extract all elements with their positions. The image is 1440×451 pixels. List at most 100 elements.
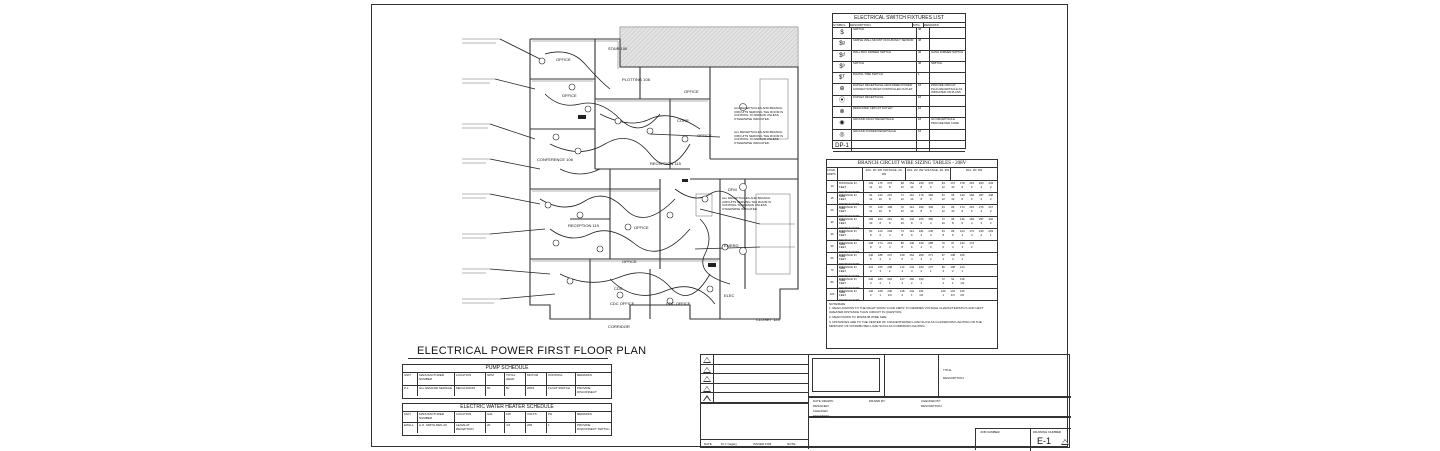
distance-value: 166: [959, 253, 965, 257]
wire-value: 1/0: [887, 293, 892, 298]
wire-value: 3: [942, 269, 945, 274]
schedule-header-cell: LOCATION: [455, 373, 486, 385]
wire-sizing-notes: NOTES: 1. READ ACROSS TO THE RIGHT FROM …: [827, 301, 997, 329]
drawn-by-label: DRAWN BY:: [869, 399, 886, 403]
wire-value: 10: [951, 209, 955, 214]
revision-divider: [713, 364, 714, 374]
wire-value: 8: [888, 197, 891, 202]
wire-value: 12: [869, 185, 873, 190]
distance-value: 136: [959, 217, 965, 221]
plan-title: ELECTRICAL POWER FIRST FLOOR PLAN: [417, 345, 647, 357]
wire-value: 3: [980, 221, 983, 226]
wire-value: 3: [901, 281, 904, 286]
distance-value: 114: [909, 205, 914, 209]
distance-value: 70: [900, 205, 904, 209]
distance-value: 219: [887, 241, 893, 245]
description-label-2: DESCRIPTION:: [921, 404, 943, 408]
distance-value: 124: [959, 265, 965, 269]
wire-value: 8: [888, 185, 891, 190]
designed-label: DESIGNED:: [813, 404, 830, 408]
distance-value: 216: [969, 205, 975, 209]
distance-value: 98: [900, 181, 904, 185]
header-mtg: MTG.: [913, 23, 924, 27]
sheet-number-area: JOB NUMBER DRAWING NUMBER E-1: [975, 428, 1071, 451]
wire-value: 1: [929, 269, 932, 274]
plan-note-1: ALL RECEPTACLES AND BRANCH CIRCUITS SERV…: [734, 106, 784, 121]
wire-value: 1: [989, 233, 992, 238]
revision-triangle-icon: [703, 395, 711, 402]
distance-value: 174: [877, 241, 883, 245]
remarks-cell: SWITCH: [931, 61, 943, 65]
distance-value: 172: [969, 229, 975, 233]
wire-value: 3: [970, 233, 973, 238]
wire-value: 10: [910, 185, 914, 190]
wire-value: 1/0: [960, 281, 965, 286]
schedule-cell: LEAVE AT RECEPTION: [455, 423, 486, 433]
note-label: NOTE: [787, 442, 796, 446]
mtg-cell: 18: [917, 107, 930, 118]
wire-value: 8: [951, 221, 954, 226]
plan-note-2: ALL RECEPTACLES AND BRANCH CIRCUITS SERV…: [734, 130, 784, 145]
description-cell: DIGITAL TIME SWITCH: [852, 73, 917, 84]
schedule-cell: ALL DEMAND SEWAGE: [418, 386, 455, 396]
wire-value: 10: [878, 185, 882, 190]
wire-value: 8: [910, 221, 913, 226]
wire-value: 6: [942, 245, 945, 250]
revision-triangle-icon: [703, 376, 711, 383]
schedule-header-cell: REMARKS: [577, 412, 592, 416]
schedule-cell: 208: [526, 423, 547, 433]
plan-title-underline: [408, 358, 608, 359]
wire-value: 6: [869, 257, 872, 262]
wire-value: 8: [961, 185, 964, 190]
wire-value: 1: [961, 269, 964, 274]
revision-row: [701, 374, 809, 384]
wire-label: MINIMUM WIRE SIZE: [839, 273, 860, 283]
distance-value: 175: [877, 181, 883, 185]
distance-value: 127: [899, 277, 905, 281]
wire-value: 4: [901, 269, 904, 274]
wire-value: 3: [929, 233, 932, 238]
distance-value: 181: [918, 289, 924, 293]
distance-value: 165: [877, 265, 883, 269]
wire-value: 10: [900, 221, 904, 226]
revision-triangle-icon: [703, 366, 711, 373]
wire-value: 2/0: [960, 293, 965, 298]
note-3: 3. DISTANCES ARE TO THE CENTER OF CONCEN…: [829, 320, 982, 328]
note-1: 1. READ ACROSS TO THE RIGHT FROM 'LOAD A…: [829, 306, 984, 314]
wire-label: MINIMUM WIRE SIZE: [839, 225, 860, 235]
load-amps-cell: 30: [827, 217, 838, 228]
device-symbols: [538, 57, 729, 305]
wire-value: 10: [941, 221, 945, 226]
wire-value: 4: [980, 185, 983, 190]
wire-label: MINIMUM WIRE SIZE: [839, 249, 860, 259]
wire-value: 3: [869, 281, 872, 286]
distance-value: 184: [969, 217, 975, 221]
wire-value: 10: [878, 209, 882, 214]
distance-label: DISTANCE IN FEET: [839, 265, 857, 274]
wire-value: 2: [989, 185, 992, 190]
distance-value: 207: [887, 193, 893, 197]
existing-building-hatch: [619, 26, 799, 68]
wire-value: 8: [920, 185, 923, 190]
wire-value: 6: [879, 233, 882, 238]
wire-label: MINIMUM WIRE SIZE: [839, 261, 860, 271]
header-load-amps: LOAD AMPS: [827, 168, 838, 180]
wire-label: MINIMUM WIRE SIZE: [839, 213, 860, 223]
revision-triangle-icon: [703, 385, 711, 392]
room-label-closet: CLOSET 124: [756, 317, 780, 322]
wire-value: 1: [920, 281, 923, 286]
revision-divider: [713, 374, 714, 383]
room-label-reception-115: RECEPTION 115: [650, 161, 681, 166]
